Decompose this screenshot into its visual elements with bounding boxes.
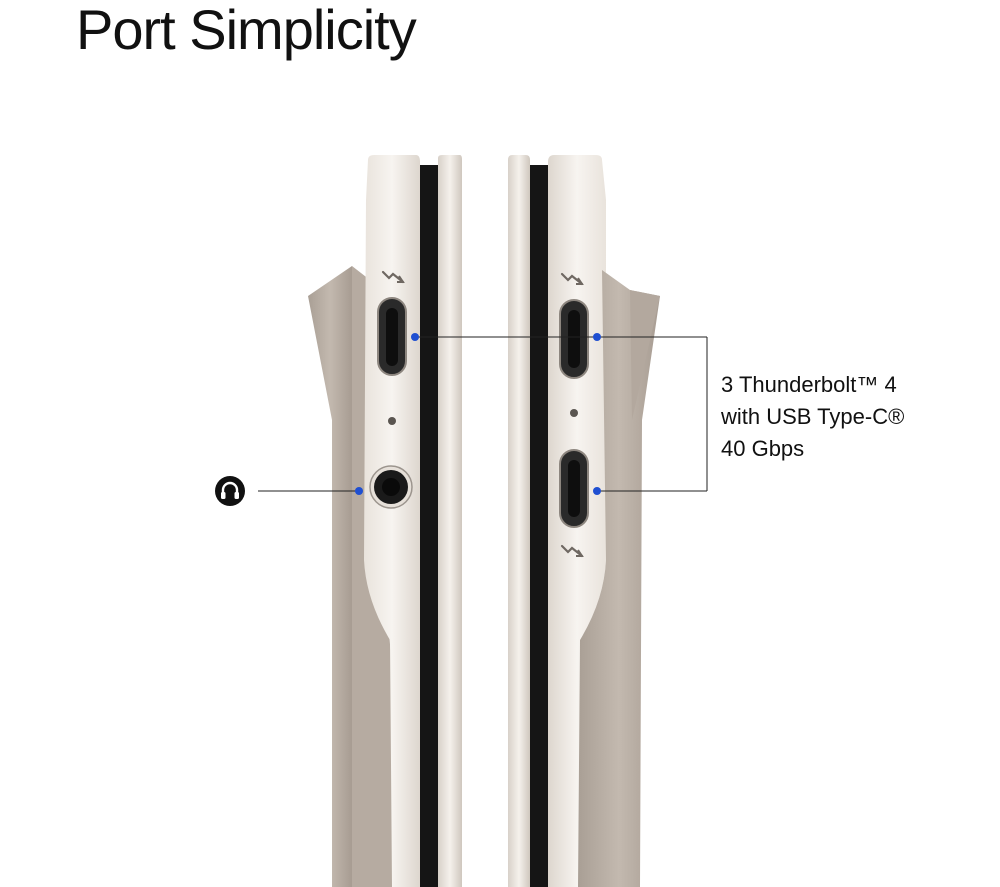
status-led xyxy=(388,417,396,425)
callout-dot xyxy=(593,333,601,341)
thunderbolt-icon xyxy=(381,270,405,284)
thunderbolt-icon xyxy=(560,544,584,558)
callout-dot xyxy=(355,487,363,495)
thunderbolt-icon xyxy=(560,272,584,286)
left-laptop-side xyxy=(308,155,462,887)
usb-c-port xyxy=(377,297,407,376)
status-led xyxy=(570,409,578,417)
usb-c-port xyxy=(559,449,589,528)
page-title: Port Simplicity xyxy=(76,0,417,61)
headphone-icon xyxy=(215,476,245,506)
callout-dot xyxy=(411,333,419,341)
callout-line-1: 3 Thunderbolt™ 4 xyxy=(721,372,897,397)
right-laptop-side xyxy=(508,155,660,887)
usb-c-port xyxy=(559,299,589,379)
callout-lines xyxy=(258,336,708,492)
callout-line-2: with USB Type-C® xyxy=(721,404,905,429)
thunderbolt-callout: 3 Thunderbolt™ 4 with USB Type-C® 40 Gbp… xyxy=(721,369,904,465)
callout-dot xyxy=(593,487,601,495)
audio-jack-port xyxy=(369,465,413,509)
callout-line-3: 40 Gbps xyxy=(721,436,805,461)
